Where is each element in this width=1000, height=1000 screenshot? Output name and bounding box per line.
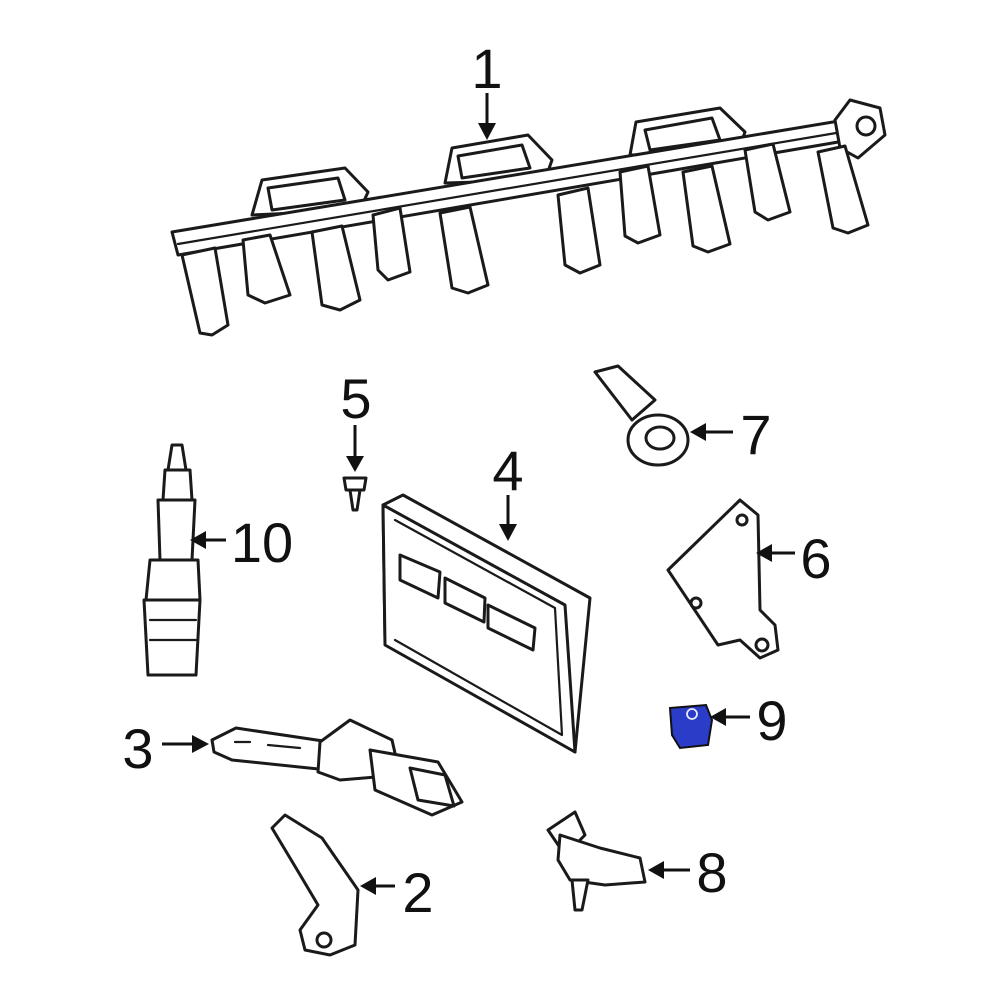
part-3-sensor-connector[interactable] bbox=[210, 718, 464, 817]
callout-9: 9 bbox=[756, 689, 787, 752]
callout-4: 4 bbox=[492, 439, 523, 502]
part-7-sensor[interactable] bbox=[593, 364, 690, 467]
part-6-bracket[interactable] bbox=[666, 498, 780, 660]
callout-5: 5 bbox=[340, 367, 371, 430]
part-1-ignition-coil-rail[interactable] bbox=[170, 98, 887, 337]
part-5-screw[interactable] bbox=[342, 476, 368, 512]
part-8-position-sensor[interactable] bbox=[546, 810, 647, 912]
part-4-control-module[interactable] bbox=[381, 493, 592, 754]
callout-1: 1 bbox=[471, 37, 502, 100]
callout-7: 7 bbox=[740, 403, 771, 466]
callout-arrows bbox=[162, 93, 795, 895]
callout-10: 10 bbox=[231, 511, 293, 574]
coil-boots bbox=[180, 142, 870, 337]
callout-8: 8 bbox=[696, 841, 727, 904]
callout-3: 3 bbox=[122, 717, 153, 780]
part-2-bracket[interactable] bbox=[270, 813, 360, 957]
part-9-connector[interactable] bbox=[668, 703, 714, 750]
part-10-spark-plug[interactable] bbox=[142, 443, 202, 677]
callout-2: 2 bbox=[402, 861, 433, 924]
callout-6: 6 bbox=[800, 527, 831, 590]
